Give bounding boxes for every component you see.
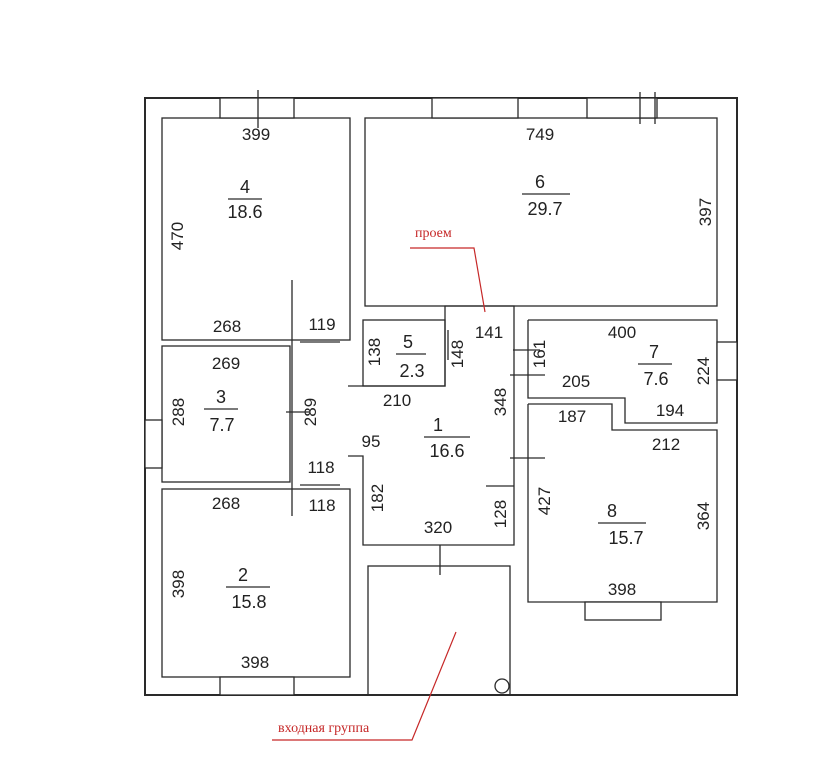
dim-r3-right: 289 bbox=[301, 398, 320, 426]
room-area: 15.8 bbox=[231, 592, 266, 612]
room-label-6: 6 29.7 bbox=[522, 172, 570, 219]
room-area: 7.7 bbox=[209, 415, 234, 435]
dim-r3-left: 288 bbox=[169, 398, 188, 426]
window-r7 bbox=[716, 341, 738, 381]
room-number: 8 bbox=[607, 501, 617, 521]
room-label-5: 5 2.3 bbox=[396, 332, 426, 381]
dim-r4-bottom: 268 bbox=[213, 317, 241, 336]
dim-r6-right: 397 bbox=[696, 198, 715, 226]
room-label-8: 8 15.7 bbox=[598, 501, 646, 548]
room-label-3: 3 7.7 bbox=[204, 387, 238, 435]
dim-r2-top-door: 118 bbox=[308, 496, 335, 515]
dim-r7-mid: 205 bbox=[562, 372, 590, 391]
dim-hall-bottom: 320 bbox=[424, 518, 452, 537]
opening-label: проем bbox=[415, 226, 452, 241]
room-area: 29.7 bbox=[527, 199, 562, 219]
dim-hall-left: 95 bbox=[362, 432, 381, 451]
room-number: 5 bbox=[403, 332, 413, 352]
dim-r7-bottom: 194 bbox=[656, 401, 684, 420]
dim-r5-left: 138 bbox=[365, 338, 384, 366]
entrance-group-outline bbox=[367, 565, 511, 696]
dim-r2-top: 268 bbox=[212, 494, 240, 513]
window-r8 bbox=[584, 601, 662, 621]
dim-r5-right: 148 bbox=[448, 340, 467, 368]
dim-r7-right: 224 bbox=[694, 357, 713, 385]
room-area: 15.7 bbox=[608, 528, 643, 548]
room-area: 16.6 bbox=[429, 441, 464, 461]
room-area: 18.6 bbox=[227, 202, 262, 222]
room-number: 7 bbox=[649, 342, 659, 362]
dim-r7-left: 161 bbox=[530, 340, 549, 368]
room-number: 4 bbox=[240, 177, 250, 197]
dim-r4-door: 119 bbox=[308, 315, 335, 334]
room-area: 2.3 bbox=[399, 361, 424, 381]
dim-r8-top-left: 187 bbox=[558, 407, 586, 426]
room-1-outline bbox=[348, 305, 515, 546]
dim-r8-right: 364 bbox=[694, 502, 713, 530]
room-label-1: 1 16.6 bbox=[424, 415, 470, 461]
dim-r8-left: 427 bbox=[535, 487, 554, 515]
dim-r6-top: 749 bbox=[526, 125, 554, 144]
dim-r3-top: 269 bbox=[212, 354, 240, 373]
dim-hall-right: 348 bbox=[491, 388, 510, 416]
dim-r4-left: 470 bbox=[168, 222, 187, 250]
room-6-outline bbox=[364, 117, 718, 307]
dim-hall-top: 210 bbox=[383, 391, 411, 410]
window-r4 bbox=[219, 97, 295, 119]
window-r2 bbox=[219, 676, 295, 696]
room-4-outline bbox=[161, 117, 351, 341]
dim-r8-top-right: 212 bbox=[652, 435, 680, 454]
window-r6a bbox=[431, 97, 519, 119]
dim-r2-bottom: 398 bbox=[241, 653, 269, 672]
dim-r2-left: 398 bbox=[169, 570, 188, 598]
dim-r3-bottom: 118 bbox=[307, 458, 334, 477]
window-r3 bbox=[144, 419, 163, 469]
room-number: 1 bbox=[433, 415, 443, 435]
room-number: 6 bbox=[535, 172, 545, 192]
room-label-7: 7 7.6 bbox=[638, 342, 672, 389]
room-7-outline bbox=[527, 319, 718, 424]
room-number: 2 bbox=[238, 565, 248, 585]
room-3-outline bbox=[161, 345, 291, 483]
room-2-outline bbox=[161, 488, 351, 678]
window-r6b bbox=[586, 97, 658, 119]
dim-hall-lower-left: 182 bbox=[368, 484, 387, 512]
room-number: 3 bbox=[216, 387, 226, 407]
dim-r4-top: 399 bbox=[242, 125, 270, 144]
entrance-post bbox=[494, 678, 510, 694]
room-label-2: 2 15.8 bbox=[226, 565, 270, 612]
dim-hall-lower-right: 128 bbox=[491, 500, 510, 528]
dim-r8-bottom: 398 bbox=[608, 580, 636, 599]
dim-r5-door: 141 bbox=[475, 323, 503, 342]
dim-r7-top: 400 bbox=[608, 323, 636, 342]
room-8-outline bbox=[527, 403, 718, 603]
entrance-label: входная группа bbox=[278, 721, 370, 736]
opening-leader bbox=[410, 247, 486, 313]
room-area: 7.6 bbox=[643, 369, 668, 389]
room-label-4: 4 18.6 bbox=[227, 177, 262, 222]
entrance-leader bbox=[272, 631, 457, 741]
